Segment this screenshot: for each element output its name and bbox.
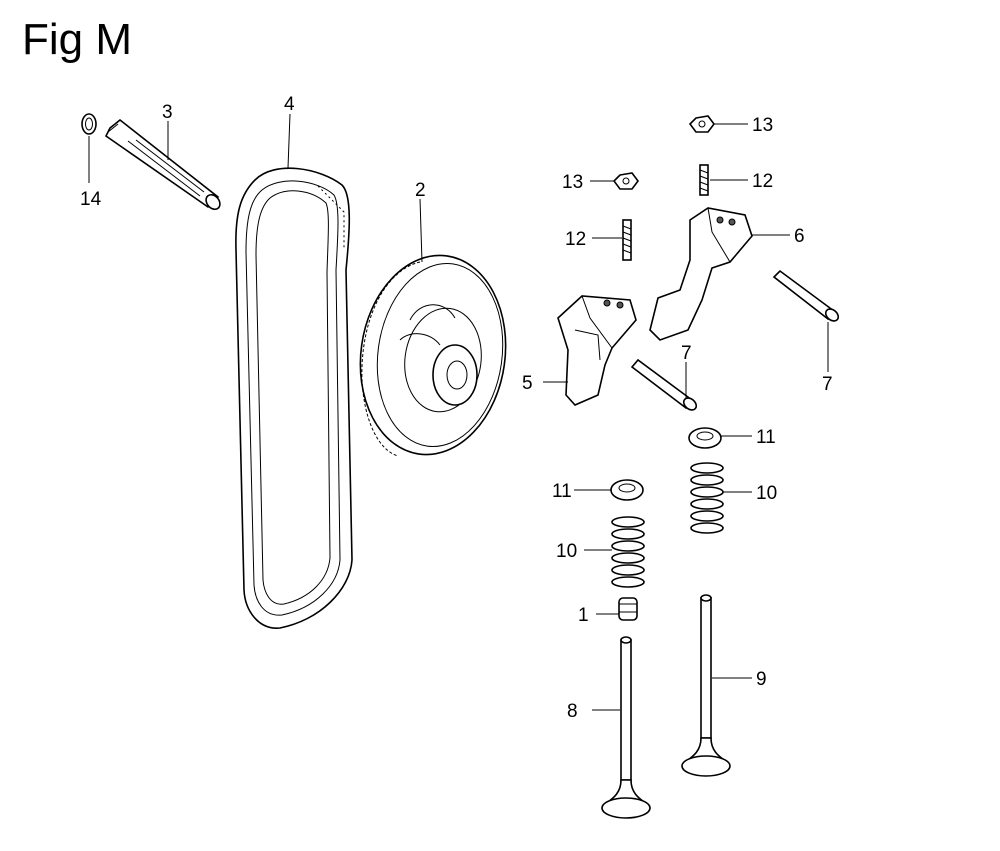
callout-3: 3 xyxy=(162,102,173,123)
pin-part-a xyxy=(630,358,698,411)
leader-lines xyxy=(88,113,829,711)
timing-belt-part xyxy=(235,167,353,629)
callout-11-a: 11 xyxy=(552,481,572,502)
callout-13-a: 13 xyxy=(562,172,583,193)
callout-11-b: 11 xyxy=(756,427,776,448)
adjusting-screw-part-b xyxy=(622,219,632,261)
callout-12-b: 12 xyxy=(752,171,773,192)
valve-spring-part-b xyxy=(611,516,645,588)
collar-part xyxy=(618,597,638,621)
callout-2: 2 xyxy=(415,180,426,201)
washer-part xyxy=(81,113,97,135)
callout-4: 4 xyxy=(284,94,295,115)
spring-retainer-part-a xyxy=(688,427,722,449)
rocker-arm-part-6 xyxy=(649,207,753,341)
shaft-part xyxy=(104,118,221,211)
callout-5: 5 xyxy=(522,373,533,394)
pin-part-b xyxy=(772,269,840,322)
callout-10-b: 10 xyxy=(756,483,777,504)
nut-part-b xyxy=(612,172,639,190)
callout-1: 1 xyxy=(578,605,589,626)
spring-retainer-part-b xyxy=(610,479,644,501)
nut-part-a xyxy=(688,115,715,133)
adjusting-screw-part-a xyxy=(699,164,709,196)
callout-10-a: 10 xyxy=(556,541,577,562)
callout-9: 9 xyxy=(756,669,767,690)
callout-12-a: 12 xyxy=(565,229,586,250)
figure-title: Fig M xyxy=(22,15,132,64)
callout-7-b: 7 xyxy=(822,374,833,395)
valve-part-9 xyxy=(681,594,731,777)
callout-8: 8 xyxy=(567,701,578,722)
valve-part-8 xyxy=(601,636,651,819)
callout-13-b: 13 xyxy=(752,115,773,136)
valve-spring-part-a xyxy=(690,462,724,534)
callout-7-a: 7 xyxy=(681,343,692,364)
cam-pulley-part xyxy=(359,254,507,457)
callout-14: 14 xyxy=(80,189,102,210)
callout-6: 6 xyxy=(794,226,805,247)
rocker-arm-part-5 xyxy=(557,295,637,406)
